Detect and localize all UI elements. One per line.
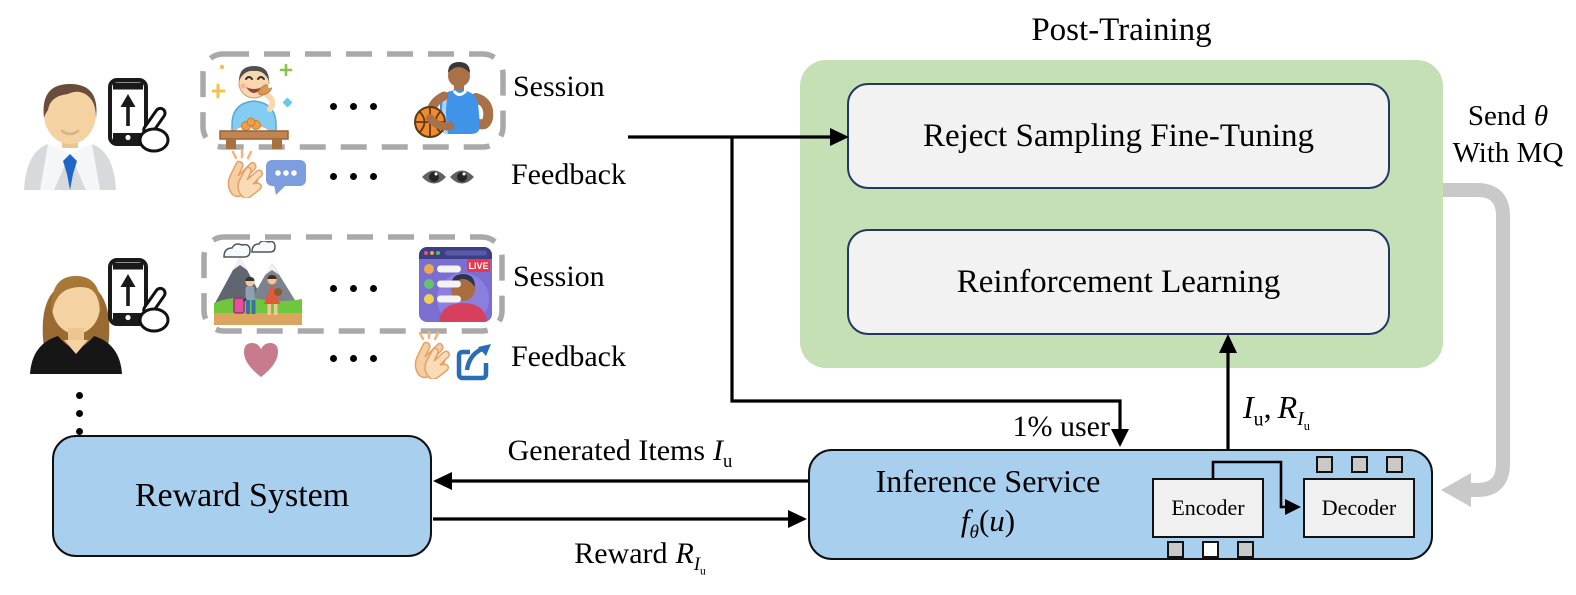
- hand-cursor-icon: [138, 286, 170, 333]
- reject-sampling-box: Reject Sampling Fine-Tuning: [847, 83, 1390, 189]
- basketball-item-image: [414, 62, 494, 138]
- reward-system-box: Reward System: [52, 435, 432, 557]
- token-square: [1316, 456, 1333, 473]
- token-square: [1167, 541, 1184, 558]
- share-icon: [456, 344, 491, 381]
- mq-arrow: [1441, 183, 1510, 507]
- swipe-up-phone-icon: [108, 78, 170, 153]
- swipe-up-phone-icon: [108, 258, 170, 333]
- reward-arrow: [433, 510, 807, 528]
- generated-items-arrow: [433, 472, 808, 490]
- token-square: [1386, 456, 1403, 473]
- token-square: [1202, 541, 1219, 558]
- food-item-image: [212, 63, 293, 149]
- more-users-ellipsis: [76, 392, 83, 435]
- inference-service-label: Inference Service: [875, 463, 1101, 499]
- session-box-1: [200, 51, 506, 150]
- ellipsis-items-2: [330, 285, 377, 292]
- travel-item-image: [214, 241, 302, 325]
- token-square: [1237, 541, 1254, 558]
- views-icon: [422, 170, 474, 184]
- reinforcement-learning-label: Reinforcement Learning: [956, 263, 1281, 300]
- reject-sampling-label: Reject Sampling Fine-Tuning: [922, 117, 1315, 154]
- ellipsis-feedback-1: [330, 173, 377, 180]
- ellipsis-items-1: [330, 103, 377, 110]
- comment-icon: [266, 160, 306, 195]
- heart-icon: [244, 343, 278, 377]
- reinforcement-learning-box: Reinforcement Learning: [847, 229, 1390, 335]
- session-box-2: [201, 234, 505, 334]
- post-training-title: Post-Training: [1031, 12, 1212, 48]
- feedback-label-1: Feedback: [511, 158, 626, 191]
- feedback-label-2: Feedback: [511, 340, 626, 373]
- woman-user-avatar: [30, 276, 122, 374]
- iu-riu-label: Iu,RIu: [1243, 389, 1310, 434]
- svg-text:LIVE: LIVE: [468, 261, 488, 271]
- session-label-2: Session: [513, 260, 605, 293]
- one-percent-user-label: 1% user: [1012, 410, 1110, 443]
- man-user-avatar: [24, 84, 116, 190]
- reward-system-label: Reward System: [134, 477, 350, 514]
- encoder-box: Encoder: [1152, 478, 1264, 538]
- ellipsis-feedback-2: [330, 355, 377, 362]
- clap-icon: [227, 150, 263, 198]
- hand-cursor-icon: [138, 106, 170, 153]
- viewer-list: [424, 264, 461, 304]
- token-square: [1351, 456, 1368, 473]
- livestream-item-image: LIVE: [419, 247, 492, 322]
- session-label-1: Session: [513, 70, 605, 103]
- decoder-box: Decoder: [1303, 478, 1415, 538]
- live-badge: LIVE: [467, 259, 490, 272]
- f-theta-label: fθ(u): [960, 503, 1016, 544]
- clap-icon: [414, 331, 450, 379]
